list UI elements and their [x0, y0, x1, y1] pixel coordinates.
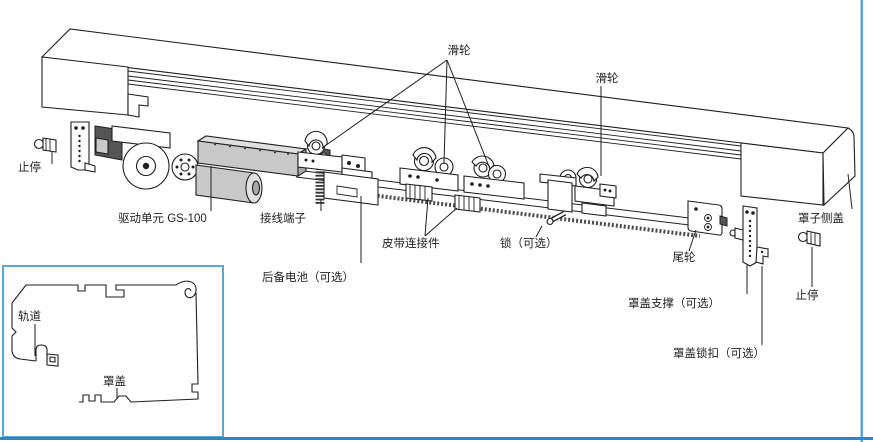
- mounting-plate-left: [70, 121, 96, 173]
- label-stop-left: 止停: [18, 160, 41, 174]
- label-inset-cover: 罩盖: [103, 374, 126, 388]
- profile-curl: [175, 280, 197, 299]
- page-accent-bottom: [0, 437, 873, 440]
- callout-labels: 滑轮 滑轮 止停 驱动单元 GS-100 接线端子 后备电池（可选） 皮带连接件…: [18, 43, 844, 360]
- cover-latch-part: [755, 246, 769, 265]
- label-pulley-tail: 滑轮: [596, 71, 619, 85]
- belt-clamp-1: [405, 183, 433, 202]
- cover-right-front: [740, 142, 824, 206]
- roller-hanger-4: [574, 166, 617, 217]
- label-inset-track: 轨道: [18, 309, 41, 323]
- cover-left: [41, 56, 149, 118]
- cover-left-lip: [127, 93, 149, 118]
- page-accent-right: [860, 0, 863, 442]
- lock-assembly: [539, 169, 577, 226]
- cover-support-strip: [742, 205, 758, 267]
- track-profile-lines: [127, 70, 742, 160]
- drive-unit-assembly: [94, 125, 308, 204]
- tail-pulley-bracket: [687, 200, 744, 241]
- motor-body: [195, 164, 255, 204]
- backup-battery: [323, 154, 379, 206]
- profile-track-side: [11, 303, 37, 362]
- cover-side-cap-face: [822, 127, 856, 207]
- cover-right: [740, 127, 856, 207]
- profile-track-hook: [35, 344, 48, 361]
- label-terminal: 接线端子: [260, 211, 306, 225]
- stop-left-part: [33, 137, 57, 153]
- leader-belt-conn-a: [424, 197, 429, 237]
- label-tail-pulley: 尾轮: [673, 250, 696, 264]
- leader-belt-conn-b: [424, 207, 458, 237]
- lock-pin: [546, 217, 554, 226]
- leader-side-cap: [847, 173, 853, 210]
- profile-outline: [11, 280, 199, 403]
- leader-pulley-c: [446, 59, 491, 170]
- roller-hanger-3: [463, 155, 525, 200]
- leader-lock: [535, 225, 543, 238]
- leader-pulley-b: [443, 59, 448, 165]
- label-cover-latch: 罩盖锁扣（可选）: [673, 346, 765, 360]
- label-battery: 后备电池（可选）: [262, 270, 354, 284]
- label-cover-support: 罩盖支撑（可选）: [628, 296, 720, 310]
- label-stop-right: 止停: [796, 288, 819, 302]
- label-drive-unit: 驱动单元 GS-100: [118, 212, 207, 225]
- label-pulleys: 滑轮: [448, 43, 471, 57]
- leader-tail-pulley: [688, 229, 697, 252]
- leader-lines: [51, 59, 853, 345]
- label-lock: 锁（可选）: [500, 236, 558, 250]
- belt-clamp-2: [454, 194, 481, 213]
- stop-right-part: [797, 230, 821, 247]
- leader-pulley-a: [321, 59, 448, 149]
- cross-section-inset: 轨道 罩盖: [2, 265, 224, 438]
- label-belt-connector: 皮带连接件: [382, 236, 440, 250]
- label-cover-side-cap: 罩子侧盖: [798, 211, 844, 225]
